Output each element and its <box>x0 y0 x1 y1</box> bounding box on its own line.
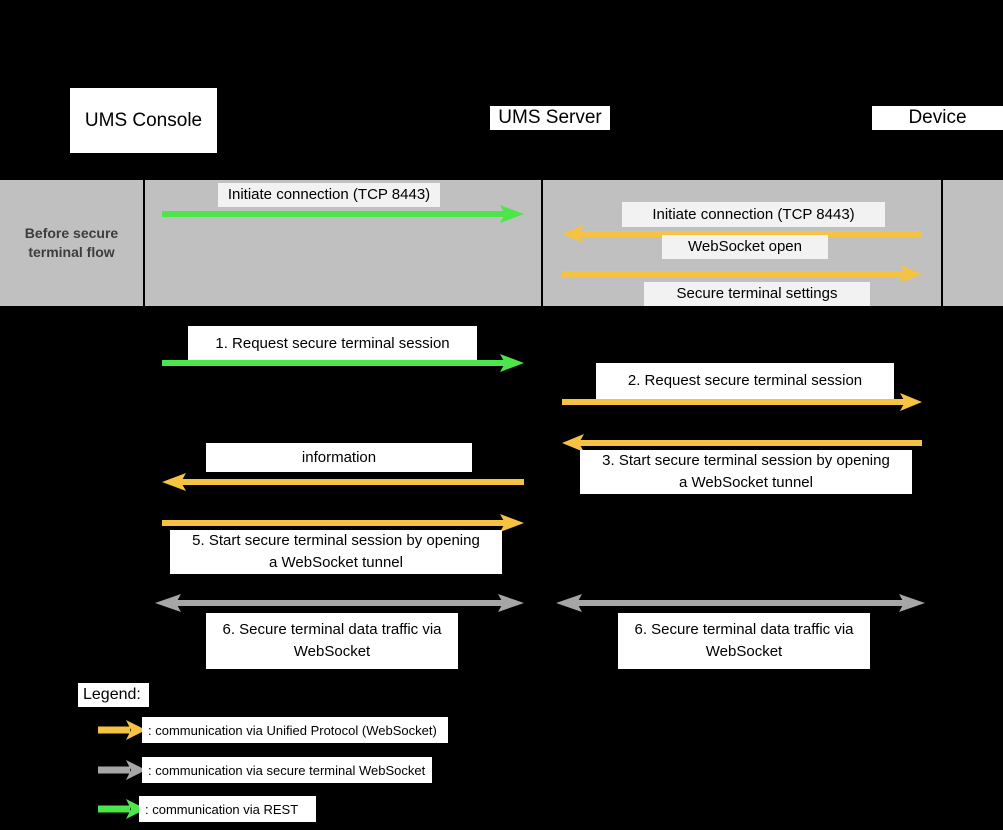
step-arrow-5 <box>162 512 524 538</box>
legend-arrow-secure-terminal-icon <box>98 759 146 781</box>
legend-arrow-unified-protocol-icon <box>98 719 146 741</box>
step-label-6-left: 6. Secure terminal data traffic via WebS… <box>206 613 458 669</box>
legend-title: Legend: <box>78 683 149 707</box>
step-arrow-1 <box>162 352 524 378</box>
phase-label-text: Before secure terminal flow <box>24 225 119 260</box>
band-message-label-0: Initiate connection (TCP 8443) <box>218 183 440 207</box>
step-label-6-right: 6. Secure terminal data traffic via WebS… <box>618 613 870 669</box>
lifeline-header-device: Device <box>872 106 1003 130</box>
band-arrow-initiate-connection-console <box>162 203 524 229</box>
legend-entry-secure-terminal: : communication via secure terminal WebS… <box>142 757 432 783</box>
step-arrow-6-left <box>155 592 524 618</box>
step-arrow-4 <box>162 471 524 497</box>
step-arrow-6-right <box>556 592 925 618</box>
lifeline-header-ums-console: UMS Console <box>70 88 217 153</box>
band-message-label-2: WebSocket open <box>662 235 828 259</box>
step-arrow-3 <box>562 432 922 458</box>
band-arrow-secure-terminal-settings <box>562 263 922 289</box>
band-arrow-initiate-connection-device <box>562 223 922 249</box>
step-label-4: 4. Secure terminal session information <box>206 427 472 472</box>
phase-label: Before secure terminal flow <box>0 178 143 308</box>
lifeline-header-ums-server: UMS Server <box>490 106 610 130</box>
step-label-1: 1. Request secure terminal session <box>188 326 477 362</box>
band-divider-left <box>143 178 145 308</box>
band-message-label-1: Initiate connection (TCP 8443) <box>622 202 885 227</box>
legend-entry-rest: : communication via REST <box>139 796 316 822</box>
lifeline-label: Device <box>908 107 967 128</box>
legend-entry-unified-protocol: : communication via Unified Protocol (We… <box>142 717 448 743</box>
lifeline-label: UMS Console <box>84 109 203 131</box>
band-divider-middle <box>541 178 543 308</box>
step-label-5: 5. Start secure terminal session by open… <box>170 530 502 574</box>
step-arrow-2 <box>562 391 922 417</box>
legend-arrow-rest-icon <box>98 798 146 820</box>
band-divider-right <box>941 178 943 308</box>
band-message-label-3: Secure terminal settings <box>644 282 870 306</box>
phase-band <box>0 178 1003 308</box>
lifeline-label: UMS Server <box>498 107 602 128</box>
step-label-2: 2. Request secure terminal session <box>596 363 894 399</box>
step-label-3: 3. Start secure terminal session by open… <box>580 450 912 494</box>
